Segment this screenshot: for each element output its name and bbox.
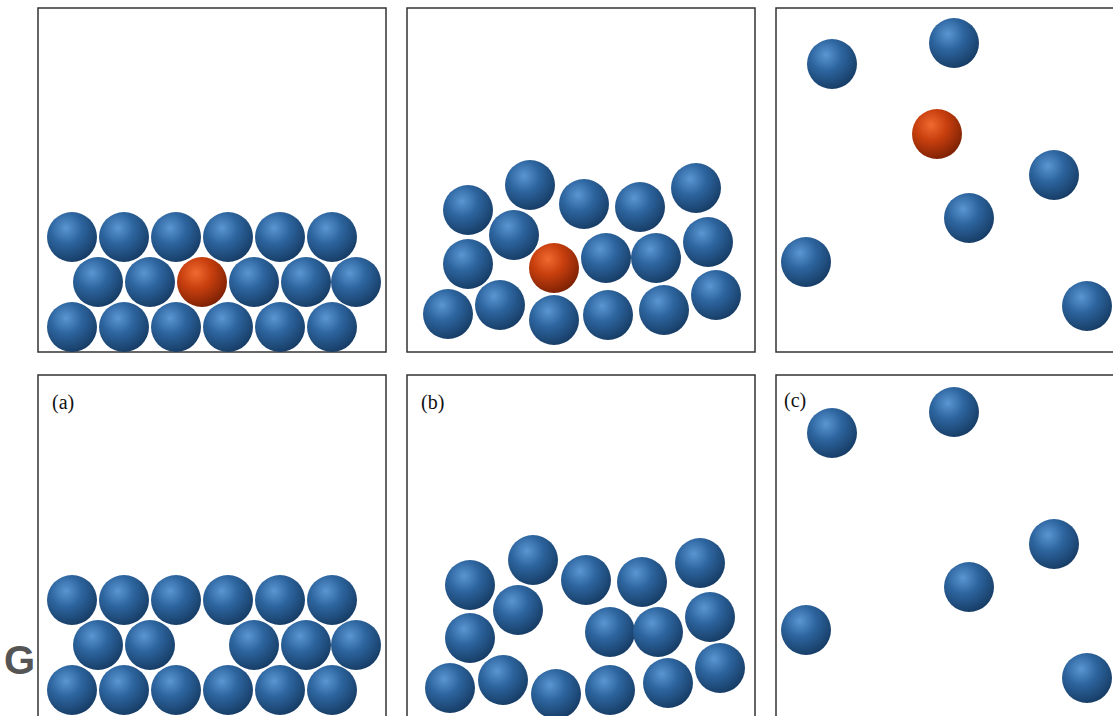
- atom: [47, 665, 97, 715]
- atom: [781, 605, 831, 655]
- atom: [73, 620, 123, 670]
- atom: [99, 575, 149, 625]
- atom: [929, 18, 979, 68]
- atom: [331, 257, 381, 307]
- atom: [445, 560, 495, 610]
- panel-label: (b): [421, 392, 444, 412]
- atom: [944, 193, 994, 243]
- atom: [617, 557, 667, 607]
- atom: [307, 665, 357, 715]
- atom: [99, 212, 149, 262]
- panel-frame: [38, 8, 386, 352]
- atom: [631, 233, 681, 283]
- atom: [203, 302, 253, 352]
- atom: [229, 257, 279, 307]
- atom: [443, 239, 493, 289]
- impurity-atom: [912, 109, 962, 159]
- atom: [203, 665, 253, 715]
- atom: [807, 408, 857, 458]
- panel-frame: [38, 375, 386, 716]
- atom: [529, 295, 579, 345]
- atom: [151, 575, 201, 625]
- atom: [585, 607, 635, 657]
- atom: [255, 575, 305, 625]
- atom: [203, 575, 253, 625]
- atom: [255, 302, 305, 352]
- panel-label: (a): [52, 392, 74, 412]
- atom: [671, 163, 721, 213]
- atom: [47, 575, 97, 625]
- panel-frame: [407, 375, 755, 716]
- impurity-atom: [177, 257, 227, 307]
- atom: [944, 562, 994, 612]
- atom: [683, 217, 733, 267]
- atom: [531, 669, 581, 716]
- atom: [307, 212, 357, 262]
- atom: [445, 613, 495, 663]
- atom: [508, 535, 558, 585]
- atom: [151, 302, 201, 352]
- atom: [151, 665, 201, 715]
- atom: [478, 655, 528, 705]
- atom: [581, 233, 631, 283]
- atom: [639, 285, 689, 335]
- atom: [493, 585, 543, 635]
- atom: [423, 289, 473, 339]
- atom: [151, 212, 201, 262]
- atom: [685, 592, 735, 642]
- atom: [1029, 150, 1079, 200]
- atom: [99, 665, 149, 715]
- atom: [1062, 281, 1112, 331]
- atom: [929, 387, 979, 437]
- atom: [255, 212, 305, 262]
- atom: [583, 290, 633, 340]
- atom: [443, 185, 493, 235]
- atom: [229, 620, 279, 670]
- watermark: G: [4, 640, 35, 680]
- atom: [307, 575, 357, 625]
- atom: [585, 665, 635, 715]
- atom: [99, 302, 149, 352]
- atom: [331, 620, 381, 670]
- atom: [425, 663, 475, 713]
- atom: [489, 210, 539, 260]
- atom: [47, 302, 97, 352]
- atom: [307, 302, 357, 352]
- impurity-atom: [529, 243, 579, 293]
- atom: [633, 607, 683, 657]
- panel-frame: [407, 8, 755, 352]
- atom: [807, 39, 857, 89]
- atom: [615, 182, 665, 232]
- atom: [1062, 653, 1112, 703]
- atom: [281, 257, 331, 307]
- panel-label: (c): [784, 390, 806, 410]
- atom: [643, 658, 693, 708]
- atom: [675, 538, 725, 588]
- atom: [1029, 519, 1079, 569]
- atom: [281, 620, 331, 670]
- atom: [203, 212, 253, 262]
- atom: [561, 555, 611, 605]
- atom: [125, 257, 175, 307]
- atom: [475, 280, 525, 330]
- atom: [691, 270, 741, 320]
- atom: [73, 257, 123, 307]
- atom: [559, 179, 609, 229]
- panel-frame: [776, 375, 1113, 716]
- atom: [47, 212, 97, 262]
- atom: [505, 160, 555, 210]
- atom: [125, 620, 175, 670]
- atom: [695, 643, 745, 693]
- atom: [781, 237, 831, 287]
- panel-frame: [776, 8, 1113, 352]
- atom: [255, 665, 305, 715]
